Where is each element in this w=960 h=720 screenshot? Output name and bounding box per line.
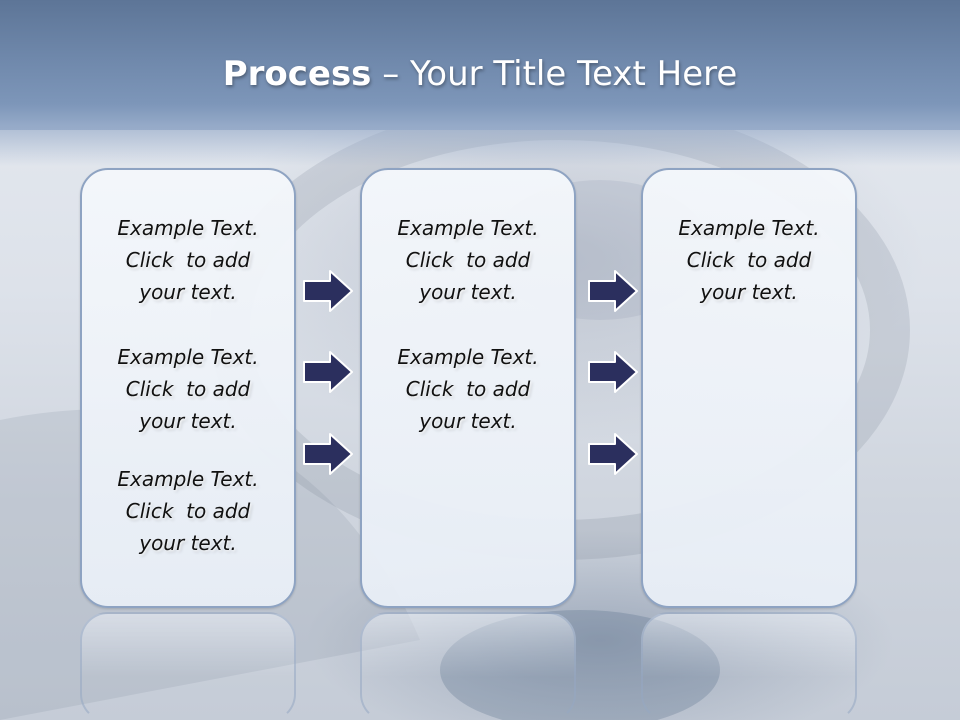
process-step-2[interactable]: Example Text. Click to add your text. Ex… — [360, 168, 576, 608]
panel-reflection-2 — [360, 612, 576, 720]
text-line: your text. — [419, 409, 517, 433]
text-line: Example Text. — [117, 467, 259, 491]
process-step-1[interactable]: Example Text. Click to add your text. Ex… — [80, 168, 296, 608]
text-line: your text. — [139, 409, 237, 433]
text-line: Example Text. — [117, 216, 259, 240]
right-arrow-icon[interactable] — [587, 269, 639, 313]
right-arrow-icon[interactable] — [302, 350, 354, 394]
title-bold: Process — [222, 54, 372, 94]
header-band — [0, 0, 960, 130]
text-placeholder[interactable]: Example Text. Click to add your text. — [362, 212, 574, 308]
text-line: Click to add — [125, 248, 251, 272]
text-line: Click to add — [125, 377, 251, 401]
right-arrow-icon[interactable] — [587, 432, 639, 476]
text-placeholder[interactable]: Example Text. Click to add your text. — [643, 212, 855, 308]
text-placeholder[interactable]: Example Text. Click to add your text. — [82, 463, 294, 559]
text-line: Example Text. — [397, 345, 539, 369]
text-line: your text. — [139, 531, 237, 555]
text-line: Click to add — [405, 248, 531, 272]
right-arrow-icon[interactable] — [587, 350, 639, 394]
process-step-3[interactable]: Example Text. Click to add your text. — [641, 168, 857, 608]
text-line: your text. — [419, 280, 517, 304]
panel-reflection-3 — [641, 612, 857, 720]
text-line: Click to add — [686, 248, 812, 272]
slide-title[interactable]: Process – Your Title Text Here — [0, 52, 960, 96]
text-line: your text. — [700, 280, 798, 304]
text-line: Example Text. — [397, 216, 539, 240]
text-line: Example Text. — [117, 345, 259, 369]
text-placeholder[interactable]: Example Text. Click to add your text. — [82, 212, 294, 308]
text-line: Click to add — [405, 377, 531, 401]
text-line: Example Text. — [678, 216, 820, 240]
text-placeholder[interactable]: Example Text. Click to add your text. — [362, 341, 574, 437]
header-fade — [0, 126, 960, 166]
text-line: your text. — [139, 280, 237, 304]
title-rest: – Your Title Text Here — [371, 54, 738, 94]
text-placeholder[interactable]: Example Text. Click to add your text. — [82, 341, 294, 437]
right-arrow-icon[interactable] — [302, 269, 354, 313]
right-arrow-icon[interactable] — [302, 432, 354, 476]
text-line: Click to add — [125, 499, 251, 523]
panel-reflection-1 — [80, 612, 296, 720]
